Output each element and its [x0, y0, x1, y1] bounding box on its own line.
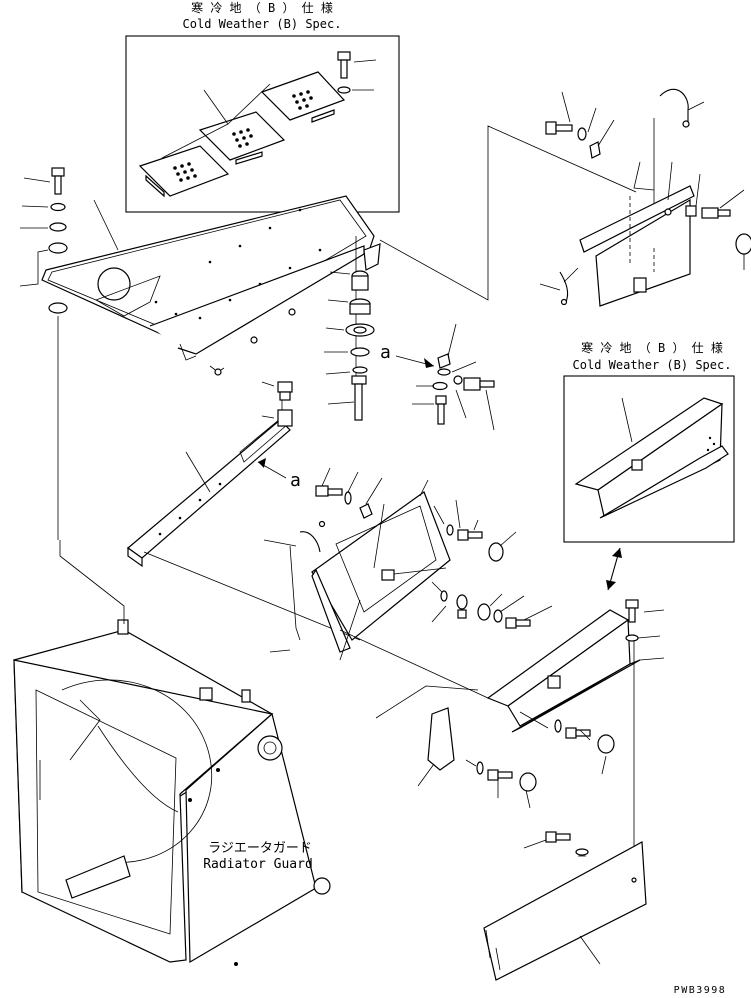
grille-plate-right	[260, 71, 346, 123]
clamp-assembly-right	[412, 323, 495, 431]
bottom-plate	[483, 831, 647, 981]
grille-plate-middle	[198, 111, 286, 165]
double-arrow	[606, 547, 622, 591]
bracket-assembly-upper-right	[539, 88, 751, 307]
inset-right-title-jp: 寒 冷 地 （ B ） 仕 様	[581, 340, 723, 355]
inset-top-title-en: Cold Weather (B) Spec.	[183, 17, 342, 31]
lower-side-panel	[339, 599, 665, 860]
inset-right-title-en: Cold Weather (B) Spec.	[573, 358, 732, 372]
mount-stack-center	[324, 236, 375, 421]
radiator-guard-label-en: Radiator Guard	[203, 857, 313, 872]
inset-top-bolt	[337, 51, 351, 94]
inset-top-frame	[125, 35, 400, 213]
lower-latch	[375, 685, 537, 809]
center-panel-hardware	[431, 499, 553, 629]
inset-right-frame	[563, 375, 735, 543]
inset-right-cold-weather: 寒 冷 地 （ B ） 仕 様 Cold Weather (B) Spec.	[563, 340, 735, 543]
inset-top-title-jp: 寒 冷 地 （ B ） 仕 様	[191, 0, 333, 15]
center-side-panel	[263, 467, 451, 661]
bolt-stack-left	[19, 167, 68, 314]
inset-top-cold-weather: 寒 冷 地 （ B ） 仕 様 Cold Weather (B) Spec.	[125, 0, 400, 213]
radiator-guard-label-jp: ラジエータガード	[208, 841, 312, 856]
radiator-guard: ラジエータガード Radiator Guard	[13, 316, 331, 966]
ref-label-a-lower: a	[290, 470, 301, 491]
drawing-code: PWB3998	[674, 985, 727, 996]
grille-plate-left	[138, 145, 230, 198]
side-rail-left	[127, 381, 361, 641]
top-cover-plate	[41, 195, 381, 376]
ref-label-a-upper: a	[380, 342, 391, 363]
